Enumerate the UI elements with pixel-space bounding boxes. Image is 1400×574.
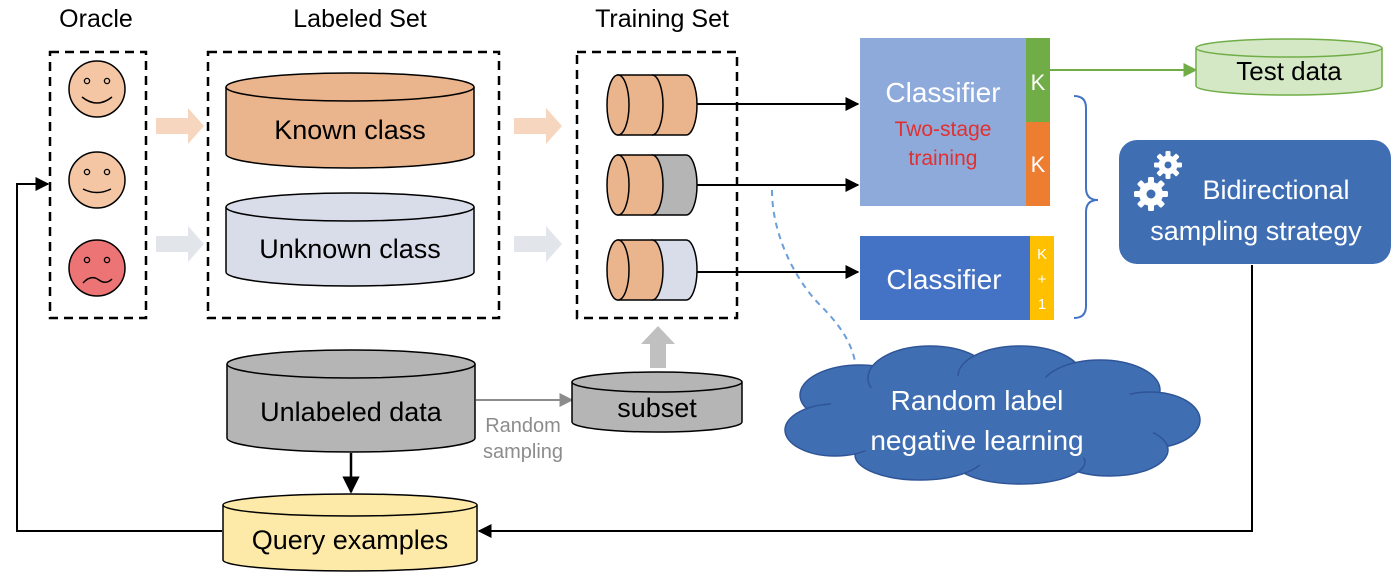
unknown-class-label: Unknown class: [259, 234, 441, 264]
query-examples-label: Query examples: [252, 525, 449, 555]
negative-learning-line2: negative learning: [870, 425, 1083, 456]
head-k-plus-1-line3: 1: [1038, 296, 1046, 313]
unknown-class-cylinder: [225, 192, 475, 287]
unlabeled-data-label: Unlabeled data: [260, 397, 443, 427]
gear-icon: [1134, 151, 1182, 211]
bidirectional-line1: Bidirectional: [1202, 175, 1349, 205]
oracle-box: [48, 50, 148, 320]
classifier-bottom: [860, 236, 1030, 320]
arrow-strategy-to-query: [477, 265, 1253, 538]
classifier-brace: [1073, 95, 1099, 319]
training-split-known: [606, 74, 698, 136]
random-sampling-line2: sampling: [483, 441, 563, 463]
known-to-training-arrow: [514, 108, 562, 144]
unknown-to-training-arrow: [514, 226, 562, 262]
labeled-set-title: Labeled Set: [293, 5, 427, 33]
classifier-head-k-upper-label: K: [1031, 70, 1046, 95]
labeled-set-box: [206, 50, 501, 320]
classifier-head-k-lower: [1026, 122, 1050, 206]
classifier-head-k-lower-label: K: [1031, 152, 1046, 177]
classifier-top-title: Classifier: [885, 77, 1000, 108]
test-data-label: Test data: [1236, 56, 1342, 86]
known-class-label: Known class: [274, 115, 426, 145]
dashed-arrow-to-negative-learning: [771, 189, 864, 380]
known-flow-arrow: [156, 108, 204, 144]
two-stage-note-line1: Two-stage: [895, 118, 992, 141]
training-split-unlabeled: [606, 154, 698, 216]
two-stage-note-line2: training: [909, 147, 978, 170]
subset-cylinder: [571, 371, 743, 433]
known-class-cylinder: [225, 72, 475, 169]
training-split-unknown: [606, 239, 698, 301]
negative-learning-line1: Random label: [891, 385, 1064, 416]
oracle-title: Oracle: [59, 5, 133, 33]
classifier-top: [860, 38, 1026, 206]
sad-face-icon: [68, 239, 126, 297]
bidirectional-strategy-box: [1119, 140, 1391, 264]
subset-label: subset: [617, 393, 697, 423]
classifier-head-k-plus-1: [1030, 236, 1054, 320]
head-k-plus-1-line1: K: [1037, 246, 1047, 263]
classifier-bottom-title: Classifier: [886, 264, 1001, 295]
unlabeled-data-cylinder: [226, 349, 476, 453]
training-set-title: Training Set: [595, 5, 729, 33]
test-data-cylinder: [1195, 38, 1383, 96]
happy-face-icon: [68, 60, 126, 118]
arrow-query-to-oracle: [16, 177, 222, 532]
random-sampling-line1: Random: [485, 415, 561, 437]
unknown-flow-arrow: [156, 226, 204, 262]
negative-learning-cloud: [784, 345, 1201, 485]
classifier-head-k-upper: [1026, 38, 1050, 122]
bidirectional-line2: sampling strategy: [1150, 216, 1362, 246]
subset-to-training-arrow: [641, 326, 675, 368]
neutral-face-icon: [68, 151, 126, 209]
head-k-plus-1-line2: +: [1038, 271, 1047, 288]
query-examples-cylinder: [222, 493, 478, 572]
